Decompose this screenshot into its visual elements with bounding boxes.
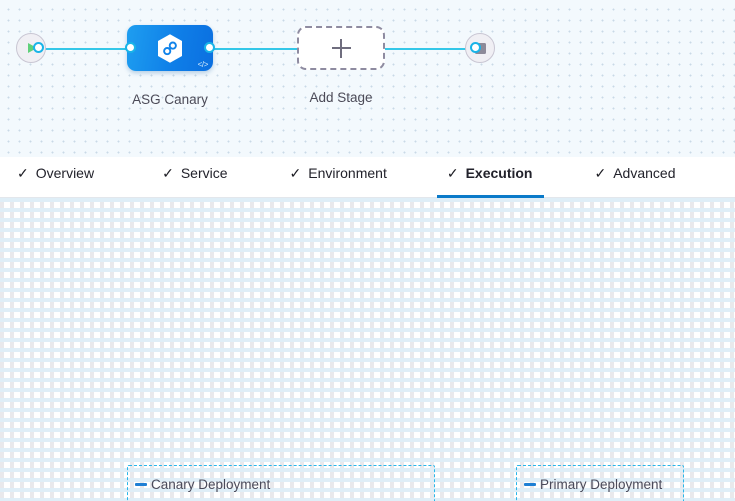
plus-icon bbox=[331, 38, 351, 58]
tab-advanced-label: Advanced bbox=[613, 164, 676, 181]
check-icon: ✓ bbox=[17, 164, 29, 181]
stage-port-start[interactable] bbox=[33, 42, 44, 53]
group-label-primary-deployment[interactable]: Primary Deployment bbox=[524, 477, 662, 492]
stage-port-left[interactable] bbox=[125, 42, 136, 53]
collapse-dash-icon[interactable] bbox=[524, 483, 536, 486]
collapse-dash-icon[interactable] bbox=[135, 483, 147, 486]
stage-port-end[interactable] bbox=[470, 42, 481, 53]
check-icon: ✓ bbox=[594, 164, 607, 181]
add-stage-label: Add Stage bbox=[309, 90, 373, 105]
group-name-canary: Canary Deployment bbox=[151, 477, 271, 492]
tab-service-label: Service bbox=[180, 164, 228, 181]
stage-port-right[interactable] bbox=[204, 42, 215, 53]
code-badge-icon: </> bbox=[197, 60, 209, 69]
stage-canvas[interactable]: </> ASG Canary Add Stage bbox=[0, 0, 735, 157]
stage-connector-1 bbox=[38, 48, 136, 50]
stage-connector-3 bbox=[377, 48, 475, 50]
play-icon bbox=[28, 43, 37, 53]
check-icon: ✓ bbox=[446, 164, 459, 181]
asg-hexagon-icon bbox=[156, 33, 184, 64]
stage-tabbar: ✓ Overview ✓ Service ✓ Environment ✓ Exe… bbox=[0, 157, 735, 198]
tab-overview-label: Overview bbox=[35, 164, 95, 181]
stage-node-label: ASG Canary bbox=[132, 92, 208, 107]
tab-environment[interactable]: ✓ Environment bbox=[290, 157, 387, 197]
check-icon: ✓ bbox=[162, 164, 174, 181]
step-group-canary-deployment[interactable] bbox=[127, 465, 435, 501]
stage-node-asg-canary[interactable]: </> bbox=[127, 25, 213, 71]
tab-overview[interactable]: ✓ Overview bbox=[17, 157, 94, 197]
execution-canvas[interactable]: Canary Deployment Primary Deployment bbox=[0, 198, 735, 501]
add-stage-button[interactable] bbox=[297, 26, 385, 70]
check-icon: ✓ bbox=[289, 164, 302, 181]
group-label-canary-deployment[interactable]: Canary Deployment bbox=[135, 477, 270, 492]
tab-service[interactable]: ✓ Service bbox=[162, 157, 227, 197]
group-name-primary: Primary Deployment bbox=[540, 477, 663, 492]
tab-advanced[interactable]: ✓ Advanced bbox=[594, 157, 675, 197]
tab-execution-label: Execution bbox=[465, 164, 533, 181]
tab-environment-label: Environment bbox=[308, 164, 387, 181]
tab-execution[interactable]: ✓ Execution bbox=[436, 157, 545, 198]
stage-connector-2 bbox=[209, 48, 307, 50]
step-group-primary-deployment[interactable] bbox=[516, 465, 684, 501]
